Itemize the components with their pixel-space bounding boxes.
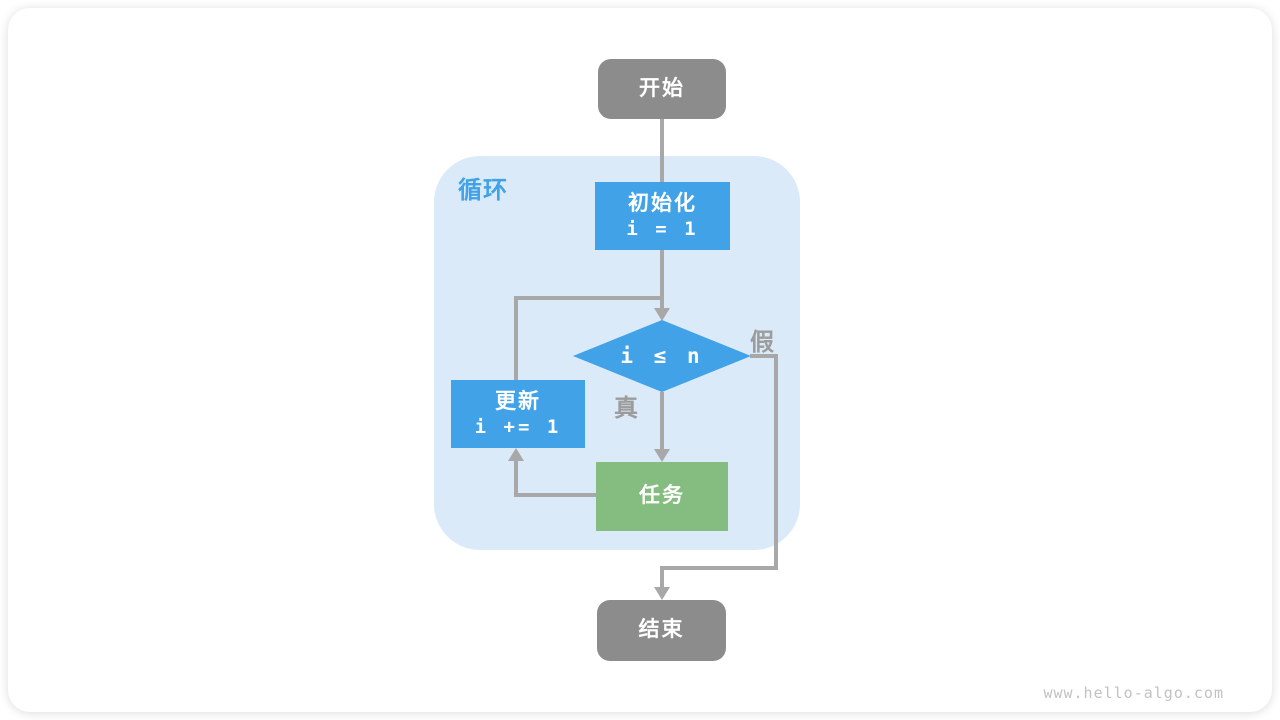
true-branch-label: 真 [614,395,638,422]
edge-condition-to-task [660,392,664,452]
arrowhead-into-task-icon [654,449,670,462]
edge-false-branch-vertical [774,354,778,570]
node-update-code: i += 1 [474,415,562,438]
edge-update-feedback-horizontal [514,296,664,300]
edge-false-branch-out [750,354,778,358]
node-task-label: 任务 [639,484,685,508]
edge-update-feedback-vertical [514,296,518,380]
edge-into-end-vertical [660,566,664,589]
node-update-label: 更新 [495,389,541,413]
arrowhead-into-update-icon [508,448,524,461]
node-start: 开始 [598,59,726,119]
node-start-label: 开始 [639,76,685,100]
node-initialize: 初始化 i = 1 [595,182,730,250]
node-task: 任务 [596,462,728,531]
diagram-card: 循环 真 假 开始 初始化 i = 1 i ≤ n [8,8,1272,712]
arrowhead-into-end-icon [654,587,670,600]
arrowhead-into-condition-icon [654,308,670,321]
false-branch-label: 假 [750,329,774,356]
node-initialize-label: 初始化 [628,191,697,215]
node-end: 结束 [597,600,726,661]
loop-container-label: 循环 [458,177,508,204]
node-end-label: 结束 [638,618,685,642]
edge-task-to-update-vertical [514,460,518,497]
node-update: 更新 i += 1 [451,380,585,448]
edge-false-branch-horizontal [660,566,778,570]
node-condition-label: i ≤ n [620,344,704,368]
node-initialize-code: i = 1 [626,217,699,240]
watermark: www.hello-algo.com [1043,684,1224,702]
edge-task-to-update-horizontal [514,493,598,497]
